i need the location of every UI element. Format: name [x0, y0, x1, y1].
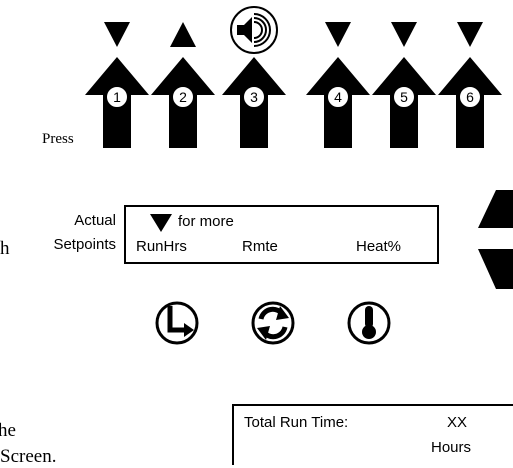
indicator-down-5	[391, 22, 417, 47]
clock-icon[interactable]	[155, 301, 199, 345]
key-6-number: 6	[466, 89, 474, 105]
indicator-down-4	[325, 22, 351, 47]
more-down-arrow-icon	[150, 214, 172, 232]
key-3[interactable]	[222, 57, 286, 148]
indicator-up-2	[170, 22, 196, 47]
key-4[interactable]	[306, 57, 370, 148]
key-4-number: 4	[334, 89, 342, 105]
run-time-unit: Hours	[431, 439, 472, 456]
key-5[interactable]	[372, 57, 436, 148]
key-5-number: 5	[400, 89, 408, 105]
key-6[interactable]	[438, 57, 502, 148]
menu-item-rmte: Rmte	[242, 238, 278, 255]
run-time-label: Total Run Time:	[244, 414, 349, 431]
key-1[interactable]	[85, 57, 149, 148]
key-2[interactable]	[151, 57, 215, 148]
menu-item-runhrs: RunHrs	[136, 238, 187, 255]
refresh-icon[interactable]	[251, 301, 295, 345]
key-2-number: 2	[179, 89, 187, 105]
indicator-down-6	[457, 22, 483, 47]
run-time-display: Total Run Time: XX Hours	[232, 404, 513, 465]
scroll-down-arrow[interactable]	[478, 249, 513, 289]
text-fragment-screen: Screen.	[0, 446, 57, 467]
indicator-down-1	[104, 22, 130, 47]
thermometer-icon[interactable]	[347, 301, 391, 345]
run-time-value: XX	[446, 414, 467, 431]
text-fragment-h: h	[0, 238, 10, 259]
text-fragment-he: he	[0, 420, 16, 441]
lcd-display: for more RunHrs Rmte Heat%	[124, 205, 439, 264]
display-line1: for more	[178, 213, 234, 230]
key-1-number: 1	[113, 89, 121, 105]
key-3-number: 3	[250, 89, 258, 105]
display-row-label-setpoints: Setpoints	[53, 236, 116, 253]
menu-item-heat: Heat%	[356, 238, 402, 255]
scroll-up-arrow[interactable]	[478, 190, 513, 228]
display-row-label-actual: Actual	[74, 212, 116, 229]
press-label: Press	[42, 131, 74, 147]
speaker-icon	[230, 6, 278, 54]
